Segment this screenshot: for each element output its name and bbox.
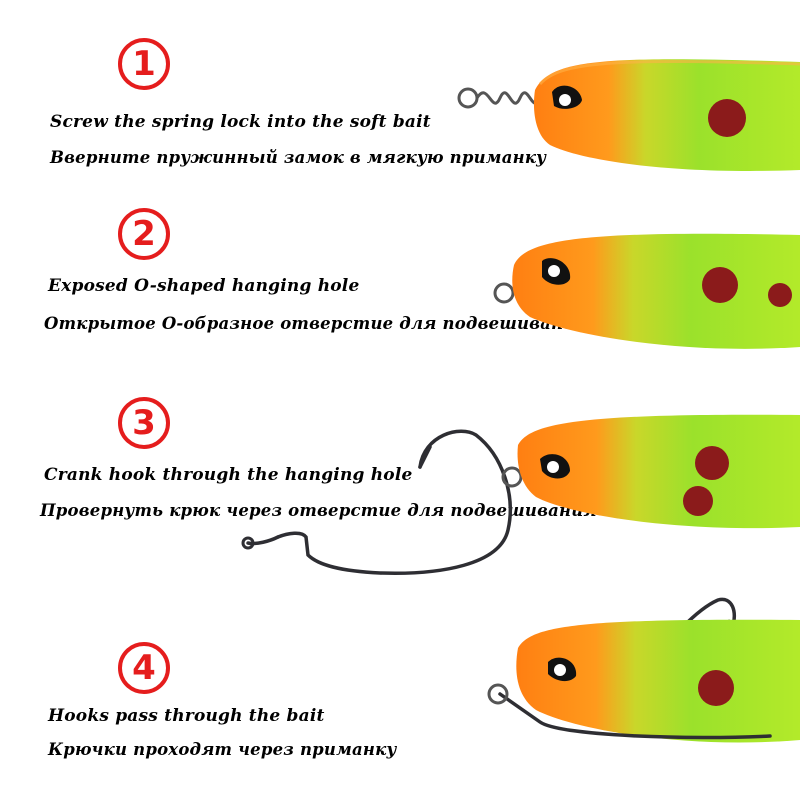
- soft-bait: [517, 414, 800, 529]
- hanging-hole-bait-illustration: [493, 233, 800, 349]
- hook-shank: [498, 692, 772, 740]
- step-2: 2 Exposed O-shaped hanging hole Открытое…: [0, 190, 800, 390]
- bait-spot: [702, 267, 738, 303]
- soft-bait: [516, 619, 800, 743]
- step-caption-ru: Провернуть крюк через отверстие для подв…: [40, 501, 597, 520]
- crank-hook: [246, 429, 512, 575]
- step-caption-en: Hooks pass through the bait: [48, 706, 325, 726]
- step-caption-en: Crank hook through the hanging hole: [44, 465, 413, 485]
- soft-bait: [533, 59, 800, 171]
- bait-spot: [683, 486, 713, 516]
- step-caption-ru: Вверните пружинный замок в мягкую приман…: [50, 148, 547, 167]
- o-ring-hole: [501, 466, 523, 488]
- bait-spot: [695, 446, 729, 480]
- bait-spot: [768, 283, 792, 307]
- o-ring-hole: [487, 683, 509, 705]
- spring-lock-bait-illustration: [457, 59, 800, 171]
- step-number-badge: 3: [118, 397, 170, 449]
- bait-spot: [708, 99, 746, 137]
- step-caption-en: Exposed O-shaped hanging hole: [48, 276, 360, 296]
- assembled-rig-illustration: [487, 597, 800, 743]
- step-1: 1 Screw the spring lock into the soft ba…: [0, 0, 800, 200]
- o-ring-hole: [493, 282, 515, 304]
- step-number-badge: 4: [118, 642, 170, 694]
- soft-bait: [512, 233, 800, 349]
- step-number-badge: 2: [118, 208, 170, 260]
- crank-hook-bait-illustration: [241, 414, 800, 575]
- step-caption-ru: Крючки проходят через приманку: [48, 740, 397, 759]
- step-caption-en: Screw the spring lock into the soft bait: [50, 112, 431, 132]
- step-3: 3 Crank hook through the hanging hole Пр…: [0, 395, 800, 595]
- bait-spot: [698, 670, 734, 706]
- step-caption-ru: Открытое О-образное отверстие для подвеш…: [44, 314, 589, 333]
- step-number-badge: 1: [118, 38, 170, 90]
- step-4: 4 Hooks pass through the bait Крючки про…: [0, 597, 800, 810]
